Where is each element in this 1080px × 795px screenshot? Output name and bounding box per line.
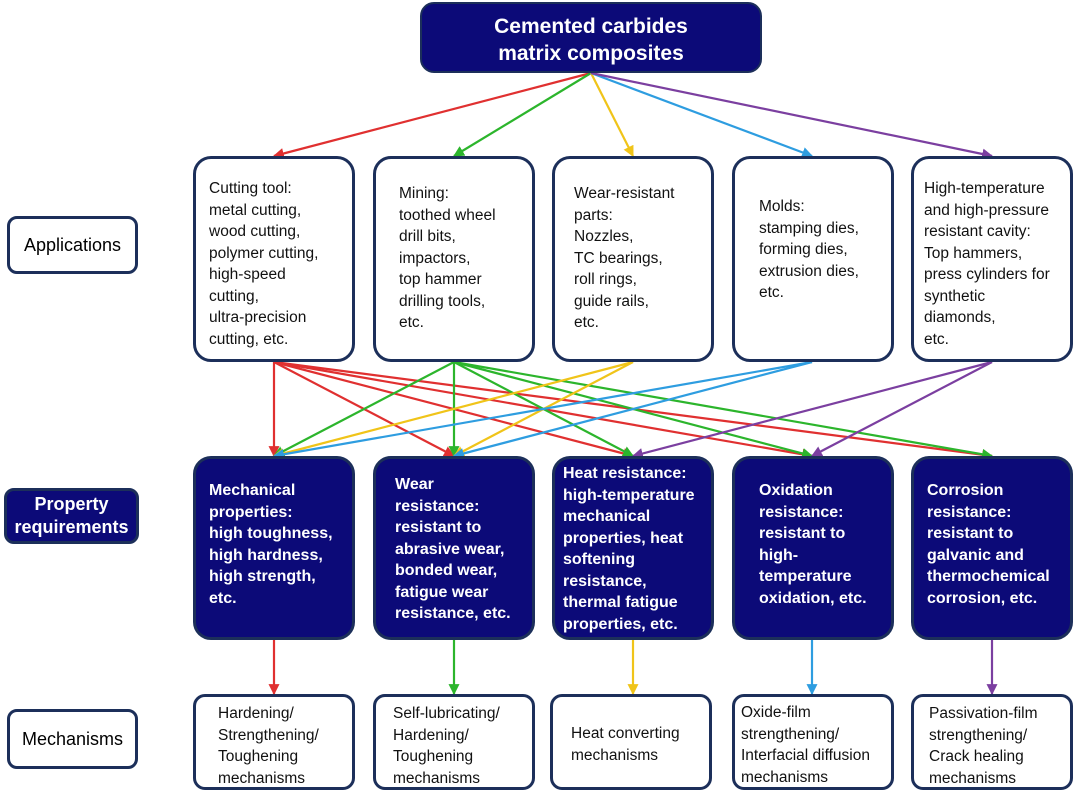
arrow-title-to-application-3 [590, 71, 814, 158]
arrow-application-4-to-property-2 [631, 360, 993, 459]
arrow-title-to-application-4 [590, 71, 994, 160]
arrow-application-1-to-property-4 [453, 360, 994, 460]
arrow-application-3-to-property-1 [452, 360, 813, 459]
mechanism-hardening-strengthening: Hardening/ Strengthening/ Toughening mec… [193, 694, 355, 790]
arrow-title-to-application-2 [590, 72, 634, 157]
property-oxidation-resistance: Oxidation resistance: resistant to high-… [732, 456, 894, 640]
arrow-title-to-application-1 [453, 72, 592, 157]
mechanism-oxide-film: Oxide-film strengthening/ Interfacial di… [732, 694, 894, 790]
diagram-title: Cemented carbides matrix composites [420, 2, 762, 73]
application-high-temperature-cavity: High-temperature and high-pressure resis… [911, 156, 1073, 362]
property-corrosion-resistance: Corrosion resistance: resistant to galva… [911, 456, 1073, 640]
application-wear-resistant-parts: Wear-resistant parts: Nozzles, TC bearin… [552, 156, 714, 362]
arrow-application-3-to-property-0 [272, 360, 813, 460]
application-molds: Molds: stamping dies, forming dies, extr… [732, 156, 894, 362]
row-label-applications: Applications [7, 216, 138, 274]
row-label-property-requirements: Property requirements [4, 488, 139, 544]
arrow-application-1-to-property-0 [273, 361, 455, 457]
property-mechanical: Mechanical properties: high toughness, h… [193, 456, 355, 640]
application-cutting-tool: Cutting tool: metal cutting, wood cuttin… [193, 156, 355, 362]
application-mining: Mining: toothed wheel drill bits, impact… [373, 156, 535, 362]
mechanism-heat-converting: Heat converting mechanisms [550, 694, 712, 790]
arrow-application-4-to-property-3 [811, 361, 993, 457]
mechanism-passivation-film: Passivation-film strengthening/ Crack he… [911, 694, 1073, 790]
mechanism-self-lubricating: Self-lubricating/ Hardening/ Toughening … [373, 694, 535, 790]
property-heat-resistance: Heat resistance: high-temperature mechan… [552, 456, 714, 640]
arrow-title-to-application-0 [272, 71, 592, 159]
property-wear-resistance: Wear resistance: resistant to abrasive w… [373, 456, 535, 640]
arrow-application-2-to-property-0 [272, 360, 634, 459]
row-label-mechanisms: Mechanisms [7, 709, 138, 769]
